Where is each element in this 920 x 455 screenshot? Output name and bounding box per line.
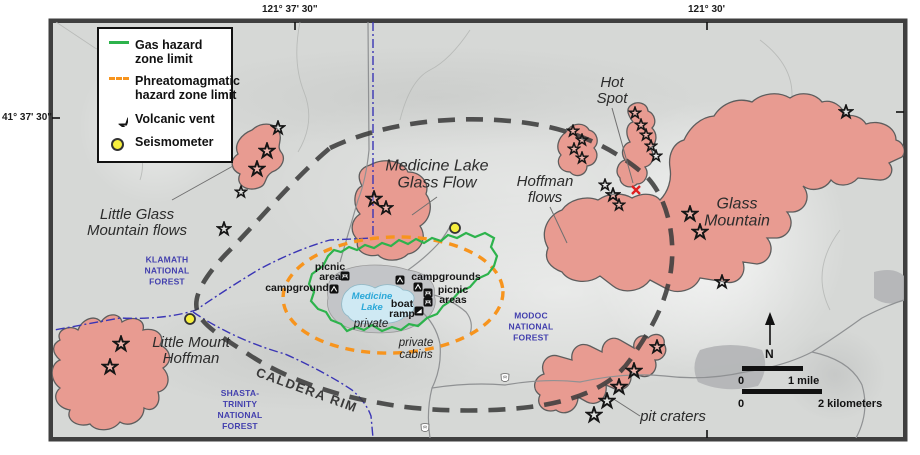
label-glass-mountain: Glass Mountain [704,195,770,230]
label-medicine-lake: Medicine Lake [351,291,393,313]
legend-item-gas: Gas hazard zone limit [109,38,223,66]
volcanic-vent-star-icon [109,108,135,127]
label-private-cabins: private cabins [398,337,434,361]
graticule-ticks [52,22,904,438]
label-private: private [353,318,389,330]
caldera-rim-line [193,117,675,413]
label-pit-craters: pit craters [640,407,706,425]
picnic-table-icon [423,288,433,298]
seismometer-icon [109,138,135,151]
label-shasta-trinity-national-forest: SHASTA-TRINITY NATIONAL FOREST [217,387,263,432]
medicine-lake-water [341,284,415,324]
label-medicine-lake-glass-flow: Medicine Lake Glass Flow [385,157,489,192]
label-leader-lines [171,107,641,417]
legend-seismometer-label: Seismometer [135,135,214,149]
label-modoc-national-forest: MODOC NATIONAL FOREST [508,310,554,343]
label-boat-ramp: boat ramp [389,298,415,320]
legend-phreatomagmatic-label: Phreatomagmatic hazard zone limit [135,74,240,102]
north-label: N [765,347,774,361]
little-glass-mountain-flow-north [231,123,284,190]
seismometer-icon [184,313,196,325]
forest-boundary-lines [53,22,374,438]
hot-spot-x-icon [631,185,641,195]
mile-scale-label: 1 mile [788,375,820,387]
gray-lava-patch [694,345,766,390]
latitude-label: 41° 37' 30" [2,112,53,123]
km-scale-zero: 0 [738,398,745,410]
mile-scale-zero: 0 [738,375,745,387]
legend-vent-label: Volcanic vent [135,112,215,126]
mile-scale-bar [742,366,803,371]
little-glass-mountain-flow-south [52,314,171,431]
road-shield-icon [500,373,510,382]
label-picnic-areas: picnic areas [437,284,469,306]
label-picnic-area: picnic area [314,261,346,283]
gas-hazard-zone-limit [307,231,499,333]
label-little-mount-hoffman: Little Mount Hoffman [152,333,230,367]
north-arrow [765,312,775,345]
volcanic-vent-star-icon [598,178,612,191]
campground-tent-icon [395,275,405,285]
map-legend: Gas hazard zone limit Phreatomagmatic ha… [97,27,240,163]
phreatomagmatic-hazard-zone-limit [281,235,505,355]
phreatomagmatic-dashed-line-icon [109,77,135,80]
volcanic-vent-star-icon [585,406,603,423]
legend-gas-label: Gas hazard zone limit [135,38,203,66]
hoffman-and-glass-mountain-flows [543,93,904,292]
pit-craters-flow [534,333,667,414]
label-campground: campground [265,282,329,295]
longitude-label-west: 121° 37' 30" [262,4,318,15]
seismometer-icon [449,222,461,234]
road-shield-icon [420,423,430,432]
legend-item-phreatomagmatic: Phreatomagmatic hazard zone limit [109,74,240,102]
picnic-table-icon [423,297,433,307]
gas-zone-line-icon [109,41,135,44]
label-hot-spot: Hot Spot [596,73,628,107]
legend-item-vent: Volcanic vent [109,110,223,127]
campground-tent-icon [413,282,423,292]
lava-flow-areas [52,93,904,431]
label-klamath-national-forest: KLAMATH NATIONAL FOREST [144,254,190,287]
gray-lava-patch [874,270,904,304]
label-campgrounds: campgrounds [411,271,481,284]
km-scale-label: 2 kilometers [818,398,883,410]
map-frame [48,18,908,442]
longitude-label-east: 121° 30' [688,4,725,15]
medicine-lake-glass-flow-area [351,160,431,261]
label-little-glass-mountain-flows: Little Glass Mountain flows [86,205,188,239]
legend-item-seismometer: Seismometer [109,135,223,151]
kilometer-scale-bar [742,389,822,394]
label-hoffman-flows: Hoffman flows [516,172,574,206]
volcanic-vent-star-icon [216,221,232,236]
